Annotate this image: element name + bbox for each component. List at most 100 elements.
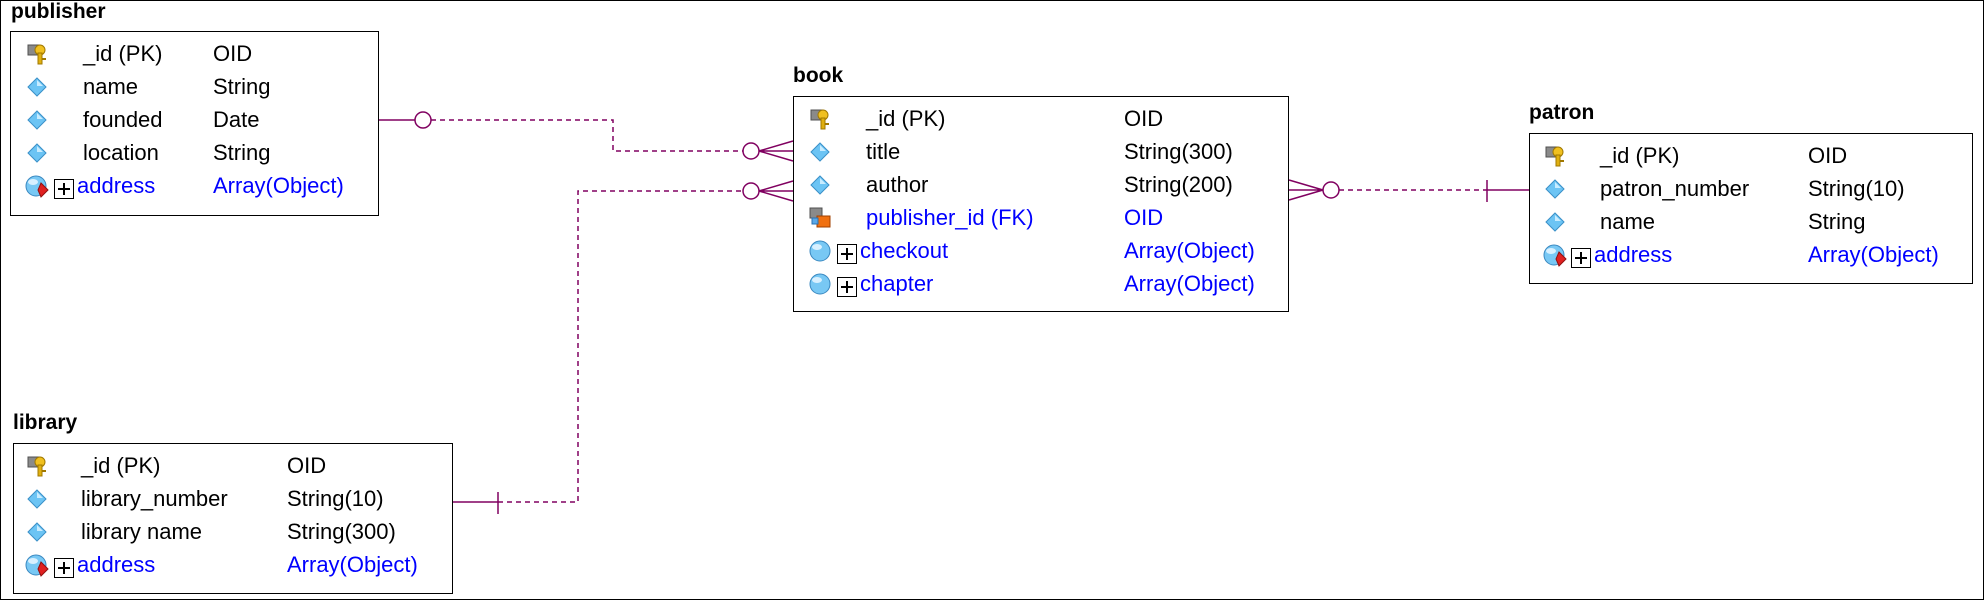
field-type: Date [213, 107, 260, 132]
field-type: String [213, 140, 271, 165]
field-row[interactable]: address Array(Object) [1530, 238, 1972, 271]
crows-foot-marker [758, 140, 794, 162]
field-name: patron_number [1600, 176, 1750, 201]
primary-key-icon [25, 42, 49, 66]
zero-or-one-marker [414, 111, 432, 129]
field-type: OID [1124, 205, 1164, 230]
field-name: _id (PK) [83, 41, 163, 66]
field-name: founded [83, 107, 163, 132]
entity-title-library: library [13, 411, 78, 434]
field-type: Array(Object) [213, 173, 344, 198]
field-diamond-icon [25, 108, 49, 132]
field-type: Array(Object) [287, 552, 418, 577]
crows-foot-marker [758, 180, 794, 202]
primary-key-icon [1543, 144, 1567, 168]
field-type: String [1808, 209, 1866, 234]
publisher-book-relationship-line [431, 119, 743, 152]
field-row[interactable]: _id (PK) OID [794, 102, 1288, 135]
field-row[interactable]: library name String(300) [14, 515, 452, 548]
field-row[interactable]: _id (PK) OID [14, 449, 452, 482]
field-name: library name [81, 519, 203, 544]
expand-plus-icon[interactable] [837, 244, 857, 264]
field-type: OID [1124, 106, 1164, 131]
field-type: Array(Object) [1124, 238, 1255, 263]
entity-title-patron: patron [1529, 101, 1595, 124]
zero-or-many-marker [742, 142, 760, 160]
field-type: String(10) [287, 486, 384, 511]
field-name: location [83, 140, 159, 165]
field-row[interactable]: library_number String(10) [14, 482, 452, 515]
field-name: publisher_id (FK) [866, 205, 1034, 230]
field-name: author [866, 172, 929, 197]
field-name: name [1600, 209, 1656, 234]
array-sphere-icon [808, 272, 832, 296]
field-row[interactable]: address Array(Object) [11, 169, 378, 202]
foreign-key-icon [808, 206, 832, 230]
field-row[interactable]: title String(300) [794, 135, 1288, 168]
zero-or-many-marker [1322, 181, 1340, 199]
field-name: checkout [860, 238, 949, 263]
expand-plus-icon[interactable] [837, 277, 857, 297]
expand-plus-icon[interactable] [54, 558, 74, 578]
field-diamond-icon [808, 140, 832, 164]
library-book-relationship-line [498, 190, 743, 503]
field-name: chapter [860, 271, 934, 296]
field-name: address [77, 173, 156, 198]
field-type: String(300) [287, 519, 396, 544]
field-type: String [213, 74, 271, 99]
entity-book[interactable]: _id (PK) OID title String(300) author String(… [793, 96, 1289, 312]
field-name: _id (PK) [866, 106, 946, 131]
field-row[interactable]: name String [11, 70, 378, 103]
field-name: name [83, 74, 139, 99]
field-type: OID [1808, 143, 1848, 168]
field-diamond-icon [1543, 177, 1567, 201]
entity-patron[interactable]: _id (PK) OID patron_number String(10) name St… [1529, 133, 1973, 284]
zero-or-many-marker [742, 182, 760, 200]
field-diamond-icon [25, 141, 49, 165]
field-name: _id (PK) [1600, 143, 1680, 168]
field-type: String(300) [1124, 139, 1233, 164]
expand-plus-icon[interactable] [1571, 248, 1591, 268]
field-row[interactable]: name String [1530, 205, 1972, 238]
field-diamond-icon [1543, 210, 1567, 234]
field-row[interactable]: location String [11, 136, 378, 169]
embedded-array-icon [1543, 243, 1567, 267]
field-row[interactable]: checkout Array(Object) [794, 234, 1288, 267]
embedded-array-icon [25, 174, 49, 198]
field-diamond-icon [808, 173, 832, 197]
field-row[interactable]: chapter Array(Object) [794, 267, 1288, 300]
field-row[interactable]: founded Date [11, 103, 378, 136]
field-row[interactable]: _id (PK) OID [1530, 139, 1972, 172]
crows-foot-marker [1288, 179, 1324, 201]
field-type: Array(Object) [1124, 271, 1255, 296]
field-row[interactable]: _id (PK) OID [11, 37, 378, 70]
array-sphere-icon [808, 239, 832, 263]
field-diamond-icon [25, 75, 49, 99]
field-type: OID [213, 41, 253, 66]
field-name: address [1594, 242, 1673, 267]
entity-title-publisher: publisher [11, 0, 106, 23]
embedded-array-icon [25, 553, 49, 577]
field-type: Array(Object) [1808, 242, 1939, 267]
field-name: title [866, 139, 901, 164]
field-diamond-icon [25, 520, 49, 544]
field-type: String(200) [1124, 172, 1233, 197]
primary-key-icon [808, 107, 832, 131]
field-name: _id (PK) [81, 453, 161, 478]
field-type: OID [287, 453, 327, 478]
field-name: address [77, 552, 156, 577]
field-row[interactable]: address Array(Object) [14, 548, 452, 581]
field-type: String(10) [1808, 176, 1905, 201]
primary-key-icon [25, 454, 49, 478]
field-row[interactable]: publisher_id (FK) OID [794, 201, 1288, 234]
entity-title-book: book [793, 64, 844, 87]
field-diamond-icon [25, 487, 49, 511]
field-name: library_number [81, 486, 228, 511]
expand-plus-icon[interactable] [54, 179, 74, 199]
field-row[interactable]: author String(200) [794, 168, 1288, 201]
field-row[interactable]: patron_number String(10) [1530, 172, 1972, 205]
